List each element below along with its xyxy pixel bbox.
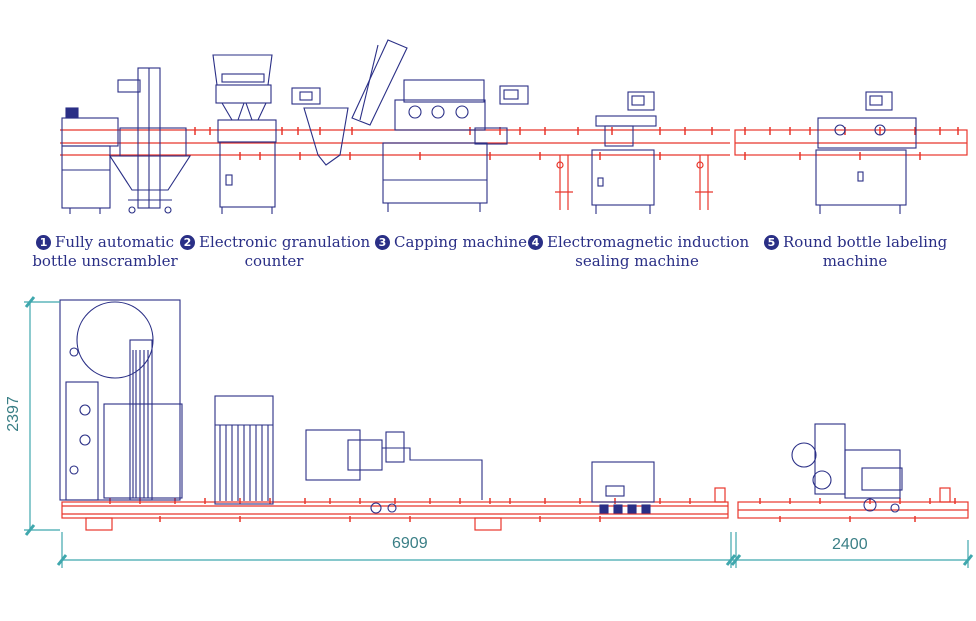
dimension-length-secondary: 2400	[832, 536, 868, 553]
granulation-counter-front	[212, 54, 277, 214]
bottle-unscrambler-top	[59, 299, 183, 501]
label-line-1: Electronic granulation	[199, 233, 371, 251]
top-view	[24, 296, 974, 568]
dimension-lines	[24, 296, 974, 568]
number-badge: 4	[528, 235, 543, 250]
label-line-2: machine	[822, 252, 888, 270]
dimension-length-main: 6909	[392, 535, 428, 552]
label-line-1: Electromagnetic induction	[547, 233, 750, 251]
labeling-machine-front	[815, 91, 917, 214]
dimension-height: 2397	[4, 396, 22, 432]
label-line-2: bottle unscrambler	[32, 252, 178, 270]
label-capping: 3 Capping machine	[375, 233, 528, 252]
granulation-counter-top	[214, 395, 274, 505]
label-labeler: 5 Round bottle labeling machine	[764, 233, 948, 271]
capping-machine-front	[291, 39, 529, 212]
label-line-1: Capping machine	[394, 233, 528, 251]
number-badge: 5	[764, 235, 779, 250]
number-badge: 1	[36, 235, 52, 250]
label-line-1: Fully automatic	[55, 233, 174, 251]
number-badge: 2	[180, 235, 195, 250]
number-badge: 3	[375, 235, 390, 250]
label-line-2: counter	[244, 252, 304, 270]
front-view	[60, 39, 968, 214]
induction-sealer-top	[591, 461, 655, 514]
label-line-2: sealing machine	[575, 252, 699, 270]
label-line-1: Round bottle labeling	[783, 233, 948, 251]
front-conveyor	[60, 127, 968, 210]
capping-machine-top	[305, 429, 483, 514]
label-counter: 2 Electronic granulation counter	[180, 233, 371, 271]
labeling-machine-top	[791, 423, 903, 513]
induction-sealer-front	[591, 91, 657, 214]
bottle-unscrambler-front	[61, 67, 192, 214]
label-sealer: 4 Electromagnetic induction sealing machi…	[528, 233, 750, 271]
